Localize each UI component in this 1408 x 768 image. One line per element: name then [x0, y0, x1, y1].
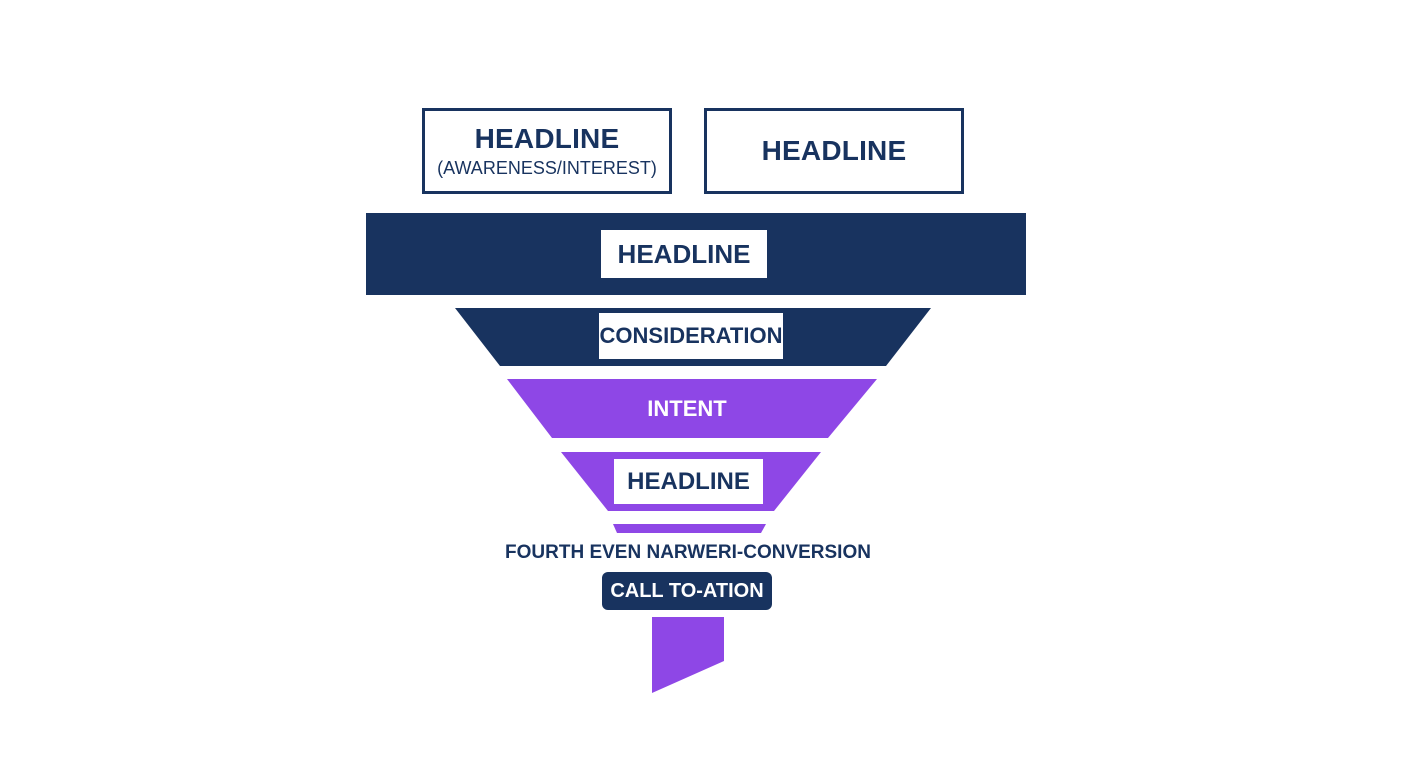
conversion-caption: FOURTH EVEN NARWERI-CONVERSION [505, 542, 871, 563]
top-box-secondary: HEADLINE [704, 108, 964, 194]
top-box-awareness-title: HEADLINE [474, 123, 620, 154]
top-box-awareness-subtitle: (AWARENESS/INTEREST) [437, 158, 657, 178]
funnel-stage-2-label: CONSIDERATION [599, 313, 783, 359]
funnel-stage-4-label: HEADLINE [614, 459, 763, 504]
top-box-awareness: HEADLINE (AWARENESS/INTEREST) [422, 108, 672, 194]
top-box-secondary-title: HEADLINE [761, 135, 907, 166]
call-to-action-button[interactable]: CALL TO-ATION [602, 572, 772, 610]
funnel-stage-3-label: INTENT [647, 396, 727, 421]
funnel-tip [652, 617, 724, 693]
funnel-thin-band [613, 524, 766, 533]
funnel-stage-3-band [507, 379, 877, 438]
funnel-stage-1-label: HEADLINE [601, 230, 767, 278]
